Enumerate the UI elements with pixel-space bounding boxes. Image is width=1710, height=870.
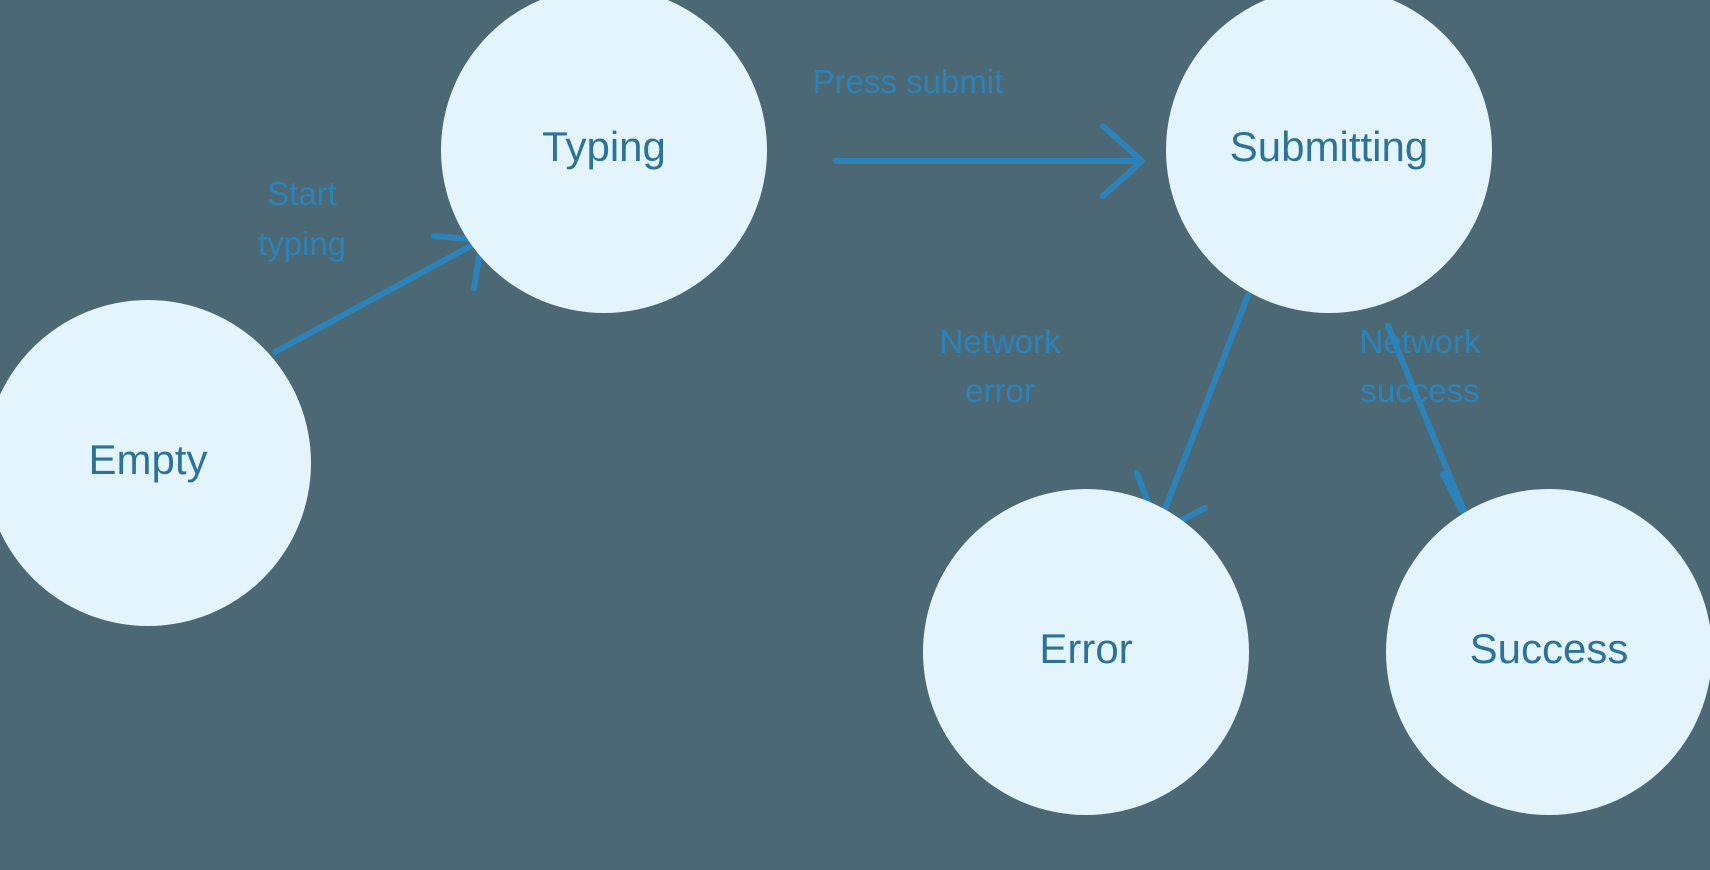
edge-label-submitting-to-success-line1: Network	[1359, 323, 1481, 360]
edge-label-typing-to-submitting-line1: Press submit	[813, 63, 1004, 100]
node-circle-empty[interactable]	[0, 300, 311, 626]
node-empty[interactable]: Empty	[0, 300, 311, 626]
arrowhead-typing-to-submitting	[1100, 123, 1145, 199]
node-label-success: Success	[1470, 625, 1629, 672]
edge-submitting-to-error	[1134, 292, 1251, 535]
node-circle-typing[interactable]	[441, 0, 767, 313]
node-success[interactable]: Success	[1386, 489, 1710, 815]
node-circle-success[interactable]	[1386, 489, 1710, 815]
node-error[interactable]: Error	[923, 489, 1249, 815]
node-label-typing: Typing	[542, 123, 666, 170]
edge-label-submitting-to-success-line2: success	[1360, 372, 1479, 409]
edge-label-empty-to-typing-line2: typing	[258, 225, 346, 262]
node-label-error: Error	[1039, 625, 1132, 672]
edge-line-submitting-to-success	[1385, 323, 1474, 531]
edge-typing-to-submitting	[833, 123, 1145, 199]
node-circle-error[interactable]	[923, 489, 1249, 815]
edge-line-submitting-to-error	[1155, 292, 1251, 530]
node-label-submitting: Submitting	[1230, 123, 1428, 170]
edge-label-submitting-to-error-line1: Network	[939, 323, 1061, 360]
node-typing[interactable]: Typing	[441, 0, 767, 313]
edge-label-submitting-to-error-line2: error	[965, 372, 1035, 409]
node-submitting[interactable]: Submitting	[1166, 0, 1492, 313]
edge-label-empty-to-typing-line1: Start	[267, 175, 337, 212]
node-label-empty: Empty	[88, 436, 207, 483]
node-circle-submitting[interactable]	[1166, 0, 1492, 313]
edge-line-empty-to-typing	[272, 239, 481, 355]
